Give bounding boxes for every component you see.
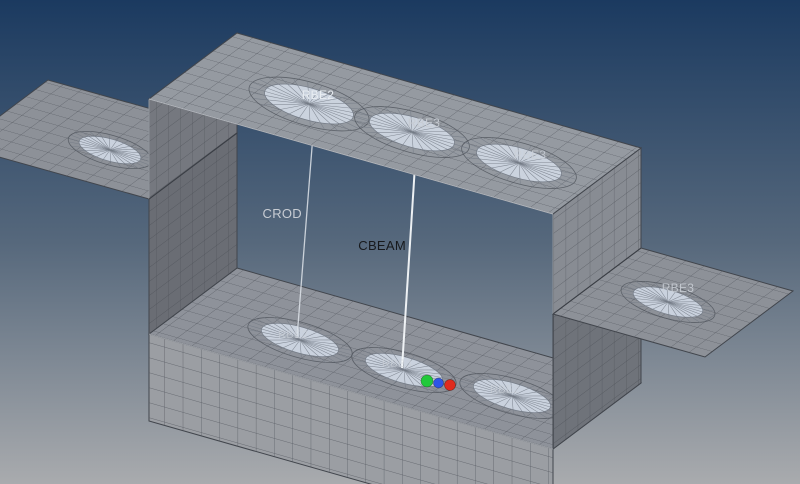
crod-element-line[interactable] [296, 121, 315, 339]
rbe-spider-hole-top-right[interactable] [456, 127, 581, 199]
left-lower-web-mesh [149, 133, 237, 334]
rbe-label-top-right: RBE3 [514, 148, 547, 162]
front-lower-band-mesh [149, 334, 553, 484]
rbe-label-bottom-left: RBE2 [278, 329, 308, 341]
fold-edge-right [552, 247, 642, 315]
rbe-spider-hole-bottom-left[interactable] [243, 308, 356, 372]
rbe-spider-hole-left-flange[interactable] [64, 124, 155, 176]
rbe-label-top-left: RBE2 [302, 88, 335, 102]
rbe-label-right-flange: RBE3 [662, 281, 695, 295]
crod-label: CROD [263, 206, 302, 221]
node-markers[interactable] [420, 374, 456, 391]
top-plate-group[interactable] [147, 32, 643, 215]
cbeam-element-line[interactable] [401, 149, 417, 369]
edge-highlight-top-front [148, 98, 554, 215]
rbe-spider-hole-bottom-right[interactable] [455, 364, 568, 428]
cbeam-label: CBEAM [358, 238, 406, 253]
rbe-spider-hole-top-center[interactable] [349, 96, 474, 168]
rbe-spider-hole-right-flange[interactable] [617, 273, 719, 331]
node-marker-blue[interactable] [433, 377, 444, 389]
rbe-spider-hole-top-left[interactable] [243, 66, 374, 142]
rbe-label-bottom-center: RBE3 [382, 358, 412, 370]
fold-edge-left [148, 132, 238, 200]
rbe-label-top-center: RBE3 [408, 116, 441, 130]
right-flange-group[interactable] [551, 247, 795, 358]
rbe-label-bottom-right: RBE2 [490, 384, 520, 396]
node-marker-green[interactable] [420, 374, 434, 388]
node-marker-red[interactable] [444, 379, 456, 391]
right-upper-web-mesh [553, 148, 641, 314]
edge-highlight-bottom-front [148, 333, 554, 450]
